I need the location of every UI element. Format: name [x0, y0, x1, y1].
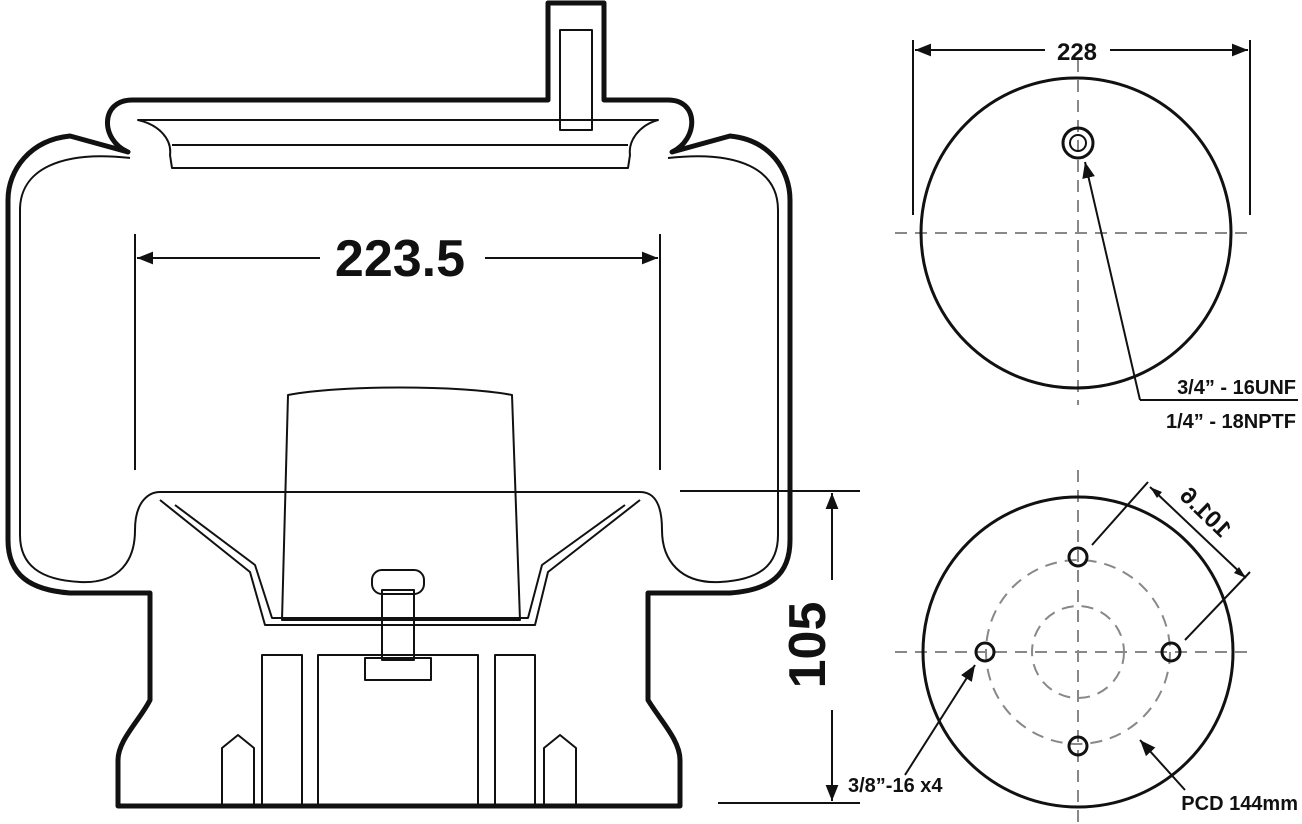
side-view: 223.5 105: [5, 0, 860, 809]
piston-rib: [261, 654, 303, 806]
bumper: [281, 386, 521, 621]
piston-base-circle: [921, 495, 1235, 809]
bellows-width-label: 223.5: [335, 230, 465, 288]
pcd-circle: [985, 559, 1171, 745]
bottom-view: 101.6 3/8”-16 x4 PCD 144mm: [848, 470, 1298, 824]
air-port-inner: [1069, 134, 1087, 152]
bolt-thread-callout: 3/8”-16 x4: [848, 775, 943, 797]
bellows-inner-wall: [19, 155, 779, 584]
pcd-callout: PCD 144mm: [1181, 793, 1298, 815]
stud: [543, 734, 577, 805]
air-fitting: [559, 29, 593, 131]
height-label: 105: [779, 602, 837, 689]
bellows-outline: [5, 0, 793, 809]
top-diameter-label: 228: [1057, 39, 1097, 66]
bolt-spacing-label: 101.6: [1174, 482, 1236, 543]
top-view: 228 3/4” - 16UNF 1/4” - 18NPTF: [895, 39, 1298, 433]
air-port-outer: [1061, 126, 1095, 160]
thread-callout-2: 1/4” - 18NPTF: [1166, 411, 1296, 433]
inner-circle: [1031, 605, 1125, 699]
piston-rib: [317, 654, 479, 806]
dim-ext-line: [1184, 571, 1251, 641]
bolt-hole: [1067, 735, 1089, 757]
top-plate: [137, 119, 659, 169]
dim-line: [1149, 486, 1247, 579]
thread-callout-1: 3/4” - 16UNF: [1177, 377, 1296, 399]
pcd-leader: [1139, 739, 1186, 791]
bolt-leader: [904, 664, 976, 776]
bolt-nut: [364, 657, 432, 681]
stud: [221, 734, 255, 805]
thread-leader: [1082, 161, 1141, 401]
piston-rib: [494, 654, 536, 806]
dim-ext-line: [1091, 481, 1149, 546]
bolt-hole: [1160, 641, 1182, 663]
piston-cup-inner: [174, 504, 626, 619]
bolt-head: [371, 569, 425, 595]
top-plate-circle: [919, 76, 1233, 390]
piston-cup: [159, 499, 641, 626]
dim-arrowhead: [1234, 567, 1246, 578]
bolt-hole: [974, 641, 996, 663]
center-bolt: [381, 589, 415, 661]
bolt-hole: [1067, 546, 1089, 568]
dim-arrowhead: [1150, 487, 1162, 498]
